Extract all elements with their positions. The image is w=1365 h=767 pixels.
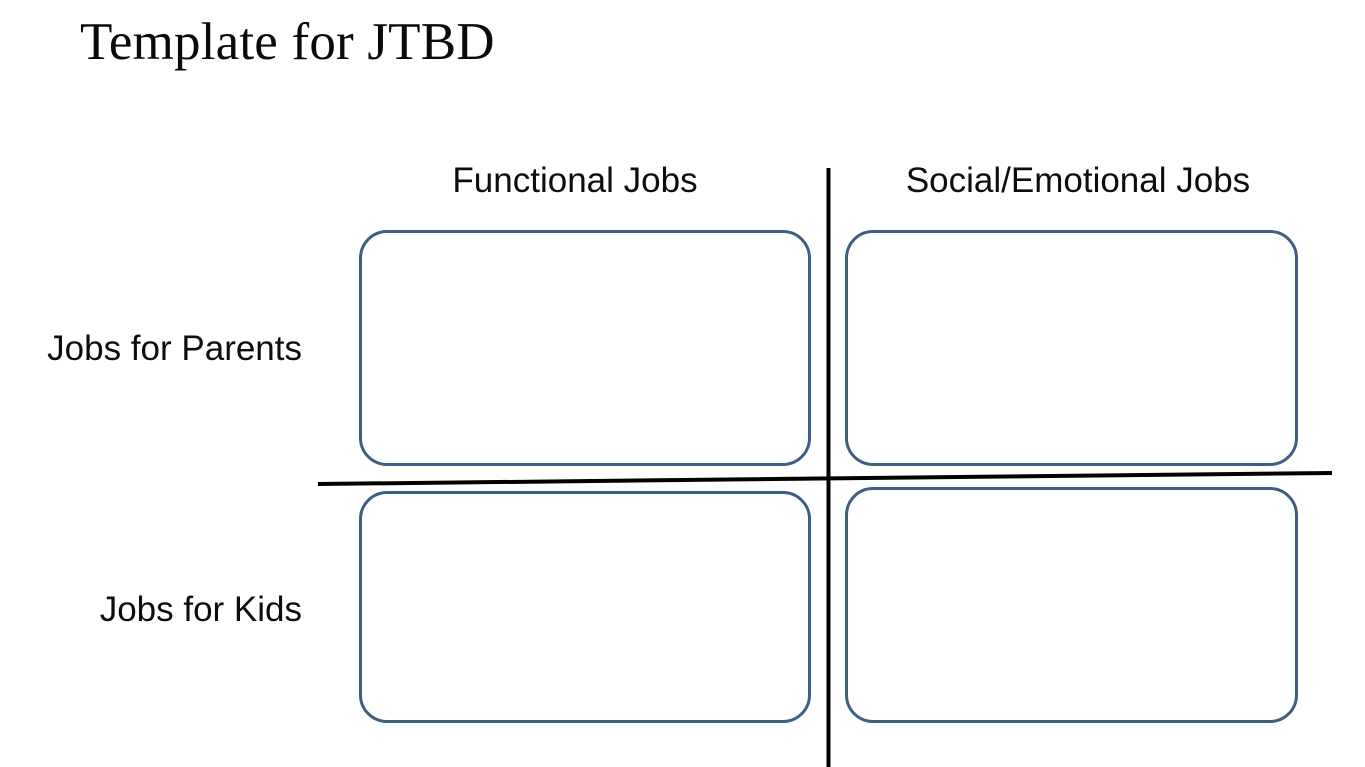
quadrant-box-parents-social-emotional[interactable] [845,230,1298,466]
quadrant-box-parents-functional[interactable] [359,230,811,466]
column-header-functional-jobs: Functional Jobs [452,161,698,200]
quadrant-box-kids-functional[interactable] [359,491,811,723]
column-header-social-emotional-jobs: Social/Emotional Jobs [905,161,1251,200]
row-label-jobs-for-kids: Jobs for Kids [99,590,302,629]
row-label-jobs-for-parents: Jobs for Parents [47,329,302,368]
page-title: Template for JTBD [80,13,495,71]
quadrant-box-kids-social-emotional[interactable] [845,487,1298,723]
horizontal-axis-line [317,471,1333,486]
